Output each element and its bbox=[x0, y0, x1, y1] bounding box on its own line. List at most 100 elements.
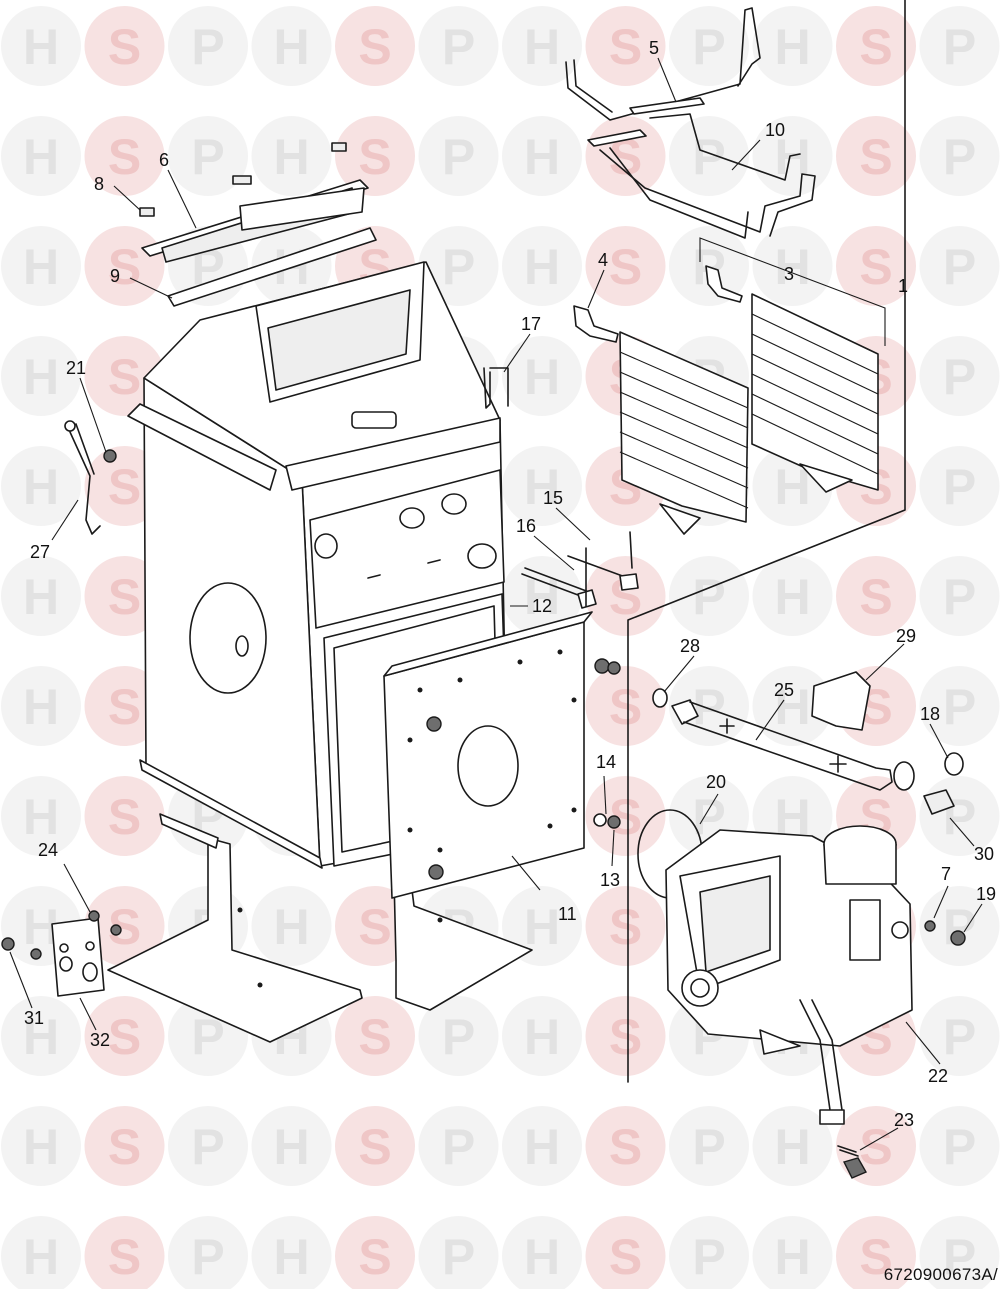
part-support-bracket bbox=[587, 113, 816, 239]
watermark-letter: H bbox=[273, 899, 309, 955]
watermark-letter: H bbox=[524, 459, 560, 515]
callout-1: 1 bbox=[898, 276, 908, 296]
assembly-boundary-line bbox=[627, 0, 906, 1083]
watermark-circle bbox=[418, 1106, 499, 1186]
watermark-circle bbox=[1, 776, 81, 856]
watermark-circle bbox=[84, 6, 165, 86]
watermark-letter: S bbox=[108, 1229, 141, 1285]
watermark-letter: S bbox=[859, 19, 892, 75]
watermark-circle bbox=[585, 226, 666, 306]
watermark-circle bbox=[251, 6, 332, 86]
watermark-circle bbox=[502, 996, 582, 1076]
callout-5: 5 bbox=[649, 38, 659, 58]
watermark-circle bbox=[335, 1216, 415, 1289]
callout-6: 6 bbox=[159, 150, 169, 170]
callout-7: 7 bbox=[941, 864, 951, 884]
callout-4: 4 bbox=[598, 250, 608, 270]
watermark-circle bbox=[84, 666, 165, 746]
watermark-circle bbox=[335, 1106, 415, 1186]
watermark-circle bbox=[1, 226, 81, 306]
callout-15: 15 bbox=[543, 488, 563, 508]
watermark-circle bbox=[251, 886, 332, 966]
watermark-circle bbox=[1, 996, 81, 1076]
watermark-letter: S bbox=[108, 789, 141, 845]
watermark-letter: H bbox=[524, 1229, 560, 1285]
watermark-circle bbox=[168, 6, 248, 86]
watermark-letter: S bbox=[108, 19, 141, 75]
watermark-letter: S bbox=[358, 19, 391, 75]
watermark-circle bbox=[669, 226, 749, 306]
watermark-circle bbox=[669, 1106, 749, 1186]
callout-10: 10 bbox=[765, 120, 785, 140]
part-burner-door-plate bbox=[383, 611, 610, 899]
watermark-letter: H bbox=[273, 129, 309, 185]
watermark-circle bbox=[1, 1106, 81, 1186]
watermark-letter: H bbox=[23, 129, 59, 185]
part-small-bracket bbox=[573, 305, 619, 343]
watermark-circle bbox=[251, 1216, 332, 1289]
watermark-letter: H bbox=[524, 129, 560, 185]
part-nut-19 bbox=[950, 930, 966, 946]
part-spring-fitting bbox=[837, 1145, 867, 1179]
watermark-circle bbox=[335, 6, 415, 86]
watermark-circle bbox=[1, 666, 81, 746]
watermark-letter: H bbox=[273, 19, 309, 75]
part-bolts bbox=[521, 531, 639, 609]
watermark-circle bbox=[752, 226, 833, 306]
watermark-circle bbox=[919, 1216, 1000, 1289]
watermark-circle bbox=[502, 1216, 582, 1289]
watermark-circle bbox=[585, 556, 666, 636]
watermark-letter: P bbox=[943, 1119, 976, 1175]
watermark-circle bbox=[1, 1216, 81, 1289]
watermark-letter: H bbox=[23, 459, 59, 515]
part-seal-strip bbox=[167, 227, 377, 307]
watermark-letter: P bbox=[692, 1119, 725, 1175]
callout-22: 22 bbox=[928, 1066, 948, 1086]
watermark-letter: P bbox=[442, 239, 475, 295]
watermark-circle bbox=[919, 996, 1000, 1076]
watermark-letter: P bbox=[442, 129, 475, 185]
watermark-letter: P bbox=[692, 569, 725, 625]
watermark-letter: P bbox=[943, 459, 976, 515]
watermark-letter: S bbox=[108, 569, 141, 625]
watermark-circle bbox=[1, 116, 81, 196]
watermark-circle bbox=[418, 116, 499, 196]
watermark-circle bbox=[919, 556, 1000, 636]
watermark-circle bbox=[418, 996, 499, 1076]
watermark-letter: P bbox=[191, 1119, 224, 1175]
watermark-letter: H bbox=[23, 789, 59, 845]
watermark-circle bbox=[585, 1216, 666, 1289]
watermark-letter: H bbox=[23, 1229, 59, 1285]
part-connector bbox=[923, 789, 955, 815]
watermark-letter: H bbox=[524, 899, 560, 955]
watermark-letter: S bbox=[358, 129, 391, 185]
watermark-circle bbox=[502, 1106, 582, 1186]
watermark-letter: H bbox=[23, 19, 59, 75]
part-baffles bbox=[619, 237, 886, 535]
watermark-letter: P bbox=[692, 1229, 725, 1285]
watermark-circle bbox=[669, 1216, 749, 1289]
part-blanking-plate bbox=[1, 910, 122, 997]
watermark-letter: H bbox=[524, 349, 560, 405]
callout-12: 12 bbox=[532, 596, 552, 616]
leader-lines bbox=[9, 57, 983, 1151]
watermark-letter: P bbox=[442, 19, 475, 75]
callout-17: 17 bbox=[521, 314, 541, 334]
watermark-letter: H bbox=[524, 19, 560, 75]
watermark-circle bbox=[836, 226, 916, 306]
watermark-letter: H bbox=[524, 1009, 560, 1065]
watermark-circle bbox=[585, 996, 666, 1076]
watermark-circle bbox=[919, 1106, 1000, 1186]
watermark-letter: H bbox=[774, 1229, 810, 1285]
watermark-letter: H bbox=[273, 1119, 309, 1175]
watermark-circle bbox=[919, 336, 1000, 416]
watermark-letter: H bbox=[23, 349, 59, 405]
part-fan-gas-valve-assembly bbox=[665, 825, 913, 1125]
watermark-circle bbox=[335, 116, 415, 196]
part-nuts-washers bbox=[593, 661, 621, 829]
watermark-letter: H bbox=[273, 1229, 309, 1285]
watermark-circle bbox=[585, 6, 666, 86]
watermark-circle bbox=[585, 1106, 666, 1186]
watermark-letter: H bbox=[774, 19, 810, 75]
watermark-circle bbox=[1, 6, 81, 86]
